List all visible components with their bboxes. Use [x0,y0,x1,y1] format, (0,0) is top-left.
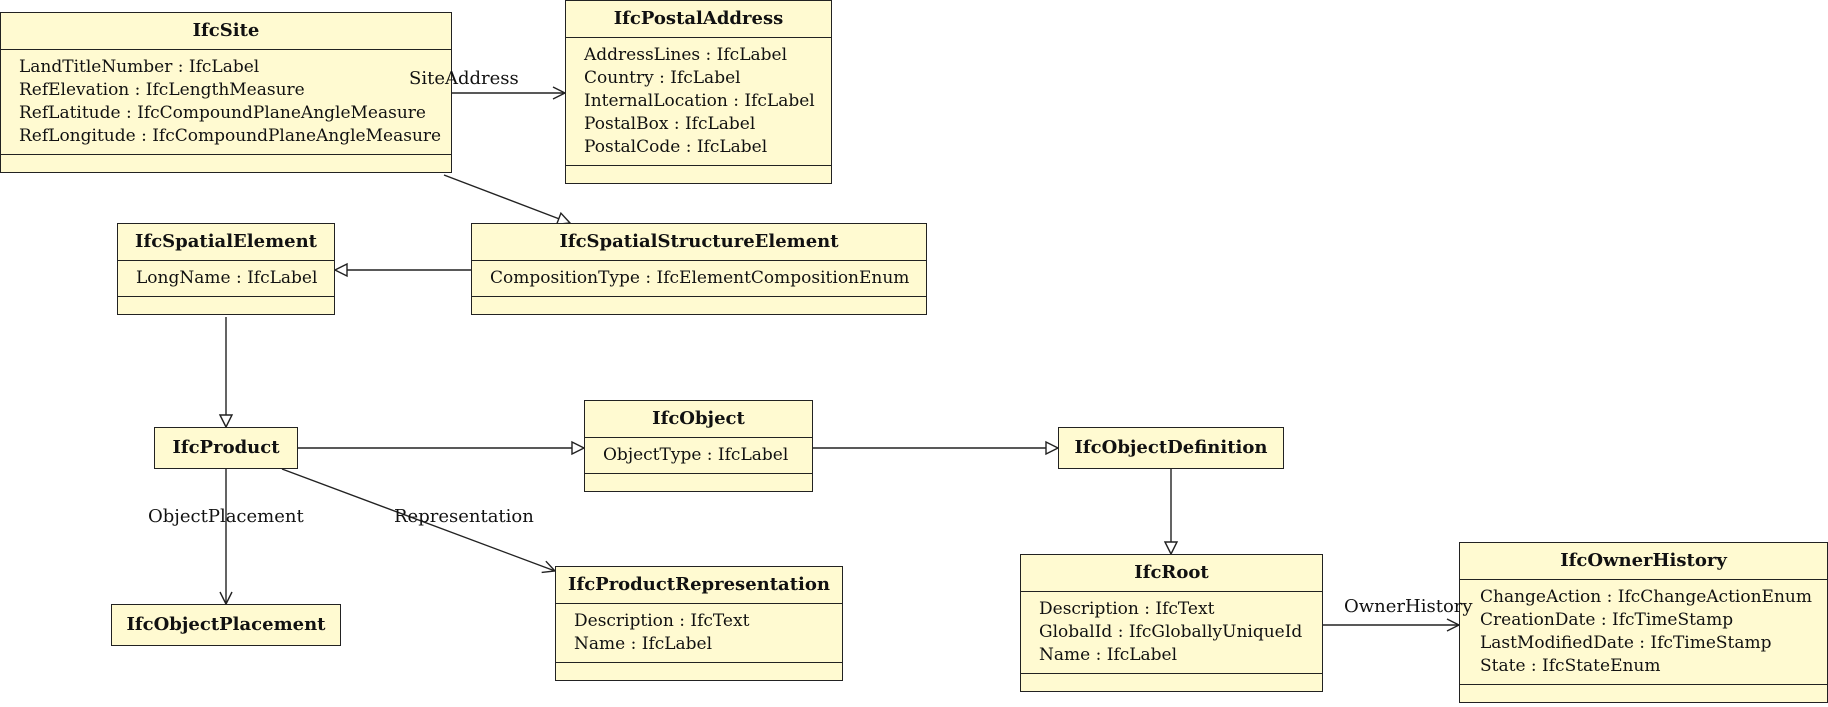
class-name: IfcObject [585,401,812,438]
attribute-list: ObjectType : IfcLabel [585,438,812,474]
attribute: State : IfcStateEnum [1480,656,1661,676]
attribute: Name : IfcLabel [574,634,713,654]
class-ifcspatialstructureelement[interactable]: IfcSpatialStructureElement CompositionTy… [471,223,927,315]
operations-compartment [1,155,451,172]
class-name: IfcRoot [1021,555,1322,592]
attribute: LastModifiedDate : IfcTimeStamp [1480,633,1772,653]
generalization-product-to-object-arrowhead [571,440,586,456]
class-ifcproduct[interactable]: IfcProduct [154,427,298,469]
class-name: IfcSite [1,13,451,50]
attribute: CompositionType : IfcElementCompositionE… [490,268,910,288]
attribute: RefElevation : IfcLengthMeasure [19,80,305,100]
attribute: LandTitleNumber : IfcLabel [19,57,260,77]
attribute: AddressLines : IfcLabel [584,45,788,65]
class-ifcownerhistory[interactable]: IfcOwnerHistory ChangeAction : IfcChange… [1459,542,1828,703]
attribute-list: Description : IfcText GlobalId : IfcGlob… [1021,592,1322,674]
association-label-representation: Representation [394,506,534,527]
attribute-list: AddressLines : IfcLabel Country : IfcLab… [566,38,831,166]
attribute: Description : IfcText [574,611,750,631]
operations-compartment [1021,674,1322,691]
association-label-ownerhistory: OwnerHistory [1344,596,1473,617]
class-name: IfcObjectPlacement [126,614,326,635]
generalization-object-to-objectdefinition-arrowhead [1045,440,1060,456]
class-name: IfcOwnerHistory [1460,543,1827,580]
association-label-siteaddress: SiteAddress [409,68,519,89]
attribute: Country : IfcLabel [584,68,741,88]
class-name: IfcSpatialStructureElement [472,224,926,261]
generalization-objectdefinition-to-root-arrowhead [1163,541,1179,556]
attribute: RefLatitude : IfcCompoundPlaneAngleMeasu… [19,103,426,123]
attribute-list: LongName : IfcLabel [118,261,334,297]
operations-compartment [472,297,926,314]
attribute: GlobalId : IfcGloballyUniqueId [1039,622,1303,642]
class-name: IfcSpatialElement [118,224,334,261]
class-ifcobject[interactable]: IfcObject ObjectType : IfcLabel [584,400,813,492]
class-ifcpostaladdress[interactable]: IfcPostalAddress AddressLines : IfcLabel… [565,0,832,184]
attribute: ChangeAction : IfcChangeActionEnum [1480,587,1812,607]
attribute-list: LandTitleNumber : IfcLabel RefElevation … [1,50,451,155]
operations-compartment [556,663,842,680]
generalization-site-to-spatialstructure-line [443,174,560,220]
class-ifcobjectdefinition[interactable]: IfcObjectDefinition [1058,427,1284,469]
class-name: IfcProductRepresentation [556,567,842,604]
attribute-list: Description : IfcText Name : IfcLabel [556,604,842,663]
operations-compartment [566,166,831,183]
operations-compartment [1460,685,1827,702]
class-ifcspatialelement[interactable]: IfcSpatialElement LongName : IfcLabel [117,223,335,315]
attribute: CreationDate : IfcTimeStamp [1480,610,1734,630]
attribute: LongName : IfcLabel [136,268,318,288]
generalization-spatialelement-to-product-arrowhead [218,414,234,429]
attribute: PostalCode : IfcLabel [584,137,768,157]
association-representation-line [281,468,556,572]
class-name: IfcProduct [172,437,280,458]
operations-compartment [585,474,812,491]
attribute: PostalBox : IfcLabel [584,114,756,134]
attribute: InternalLocation : IfcLabel [584,91,815,111]
class-ifcsite[interactable]: IfcSite LandTitleNumber : IfcLabel RefEl… [0,12,452,173]
attribute: Description : IfcText [1039,599,1215,619]
attribute-list: ChangeAction : IfcChangeActionEnum Creat… [1460,580,1827,685]
class-name: IfcObjectDefinition [1074,437,1268,458]
class-ifcproductrepresentation[interactable]: IfcProductRepresentation Description : I… [555,566,843,681]
association-label-objectplacement: ObjectPlacement [148,506,304,527]
class-ifcroot[interactable]: IfcRoot Description : IfcText GlobalId :… [1020,554,1323,692]
operations-compartment [118,297,334,314]
attribute: Name : IfcLabel [1039,645,1178,665]
attribute: RefLongitude : IfcCompoundPlaneAngleMeas… [19,126,442,146]
generalization-spatialstructure-to-spatialelement-arrowhead [333,262,348,278]
class-name: IfcPostalAddress [566,1,831,38]
class-ifcobjectplacement[interactable]: IfcObjectPlacement [111,604,341,646]
attribute-list: CompositionType : IfcElementCompositionE… [472,261,926,297]
attribute: ObjectType : IfcLabel [603,445,789,465]
